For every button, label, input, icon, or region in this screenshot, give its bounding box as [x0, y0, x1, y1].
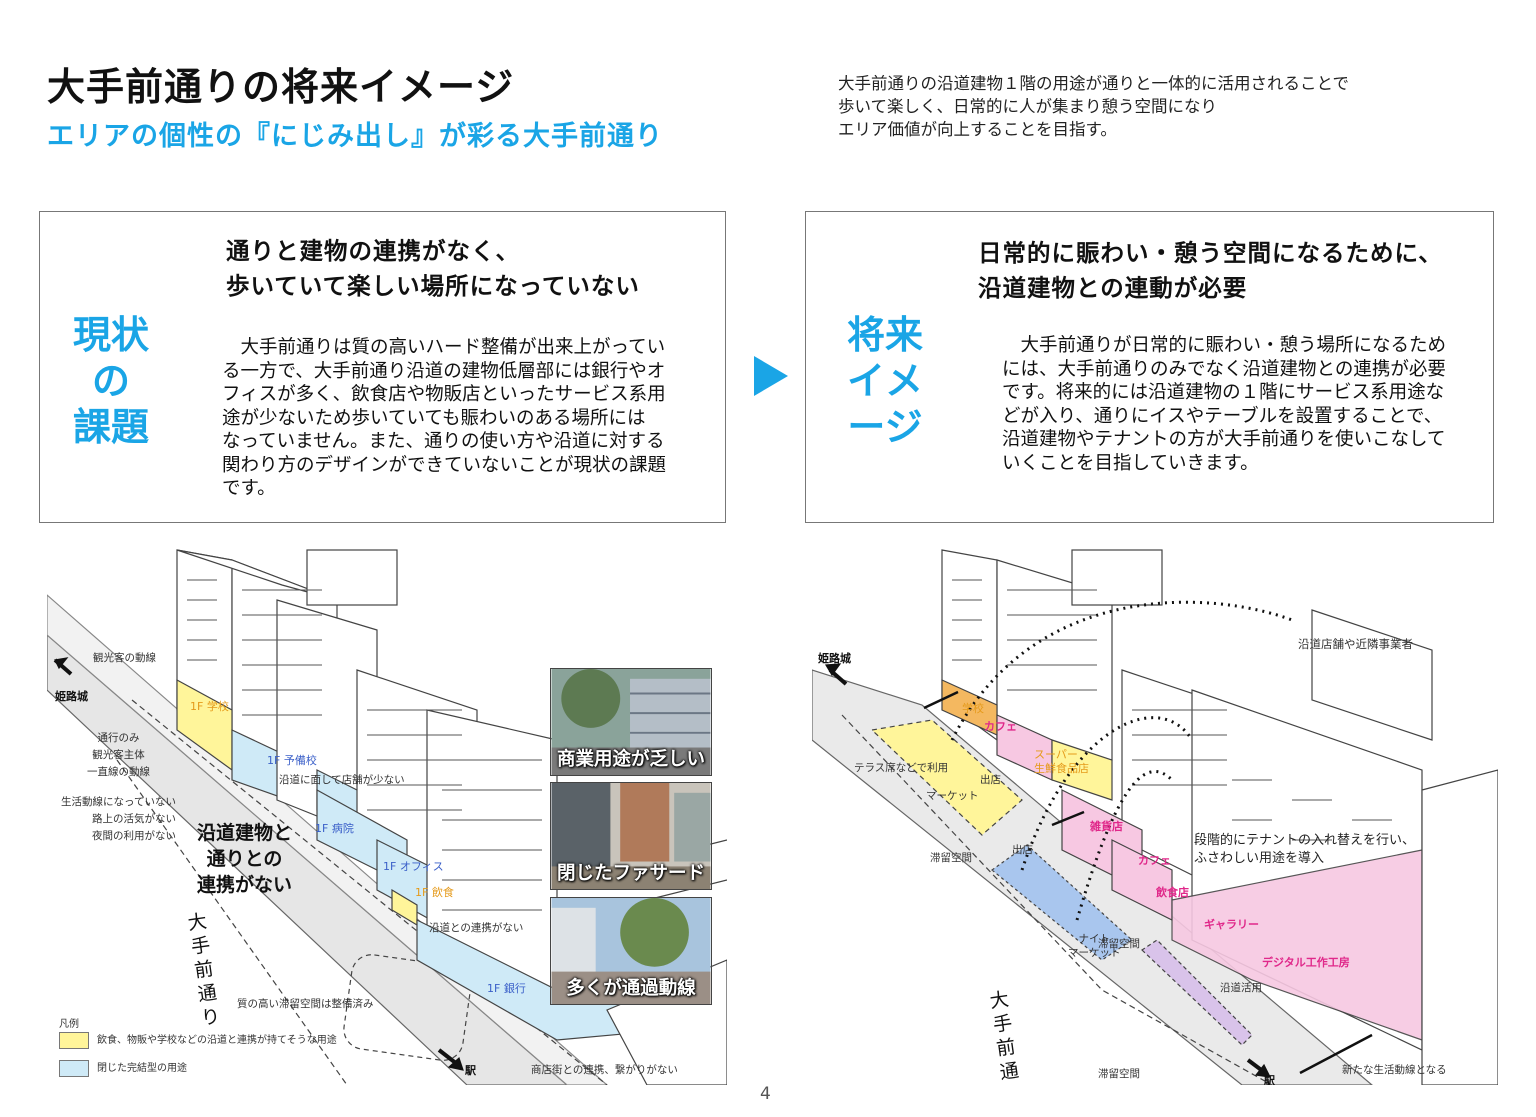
floor-label-prep-school: 1F 予備校 — [267, 754, 317, 767]
stay-space-label-3: 滞留空間 — [1098, 1068, 1140, 1080]
market-label: マーケット — [926, 790, 979, 802]
no-link-label: 沿道との連携がない — [429, 922, 524, 934]
store-open-label-2: 出店 — [1012, 844, 1033, 856]
flow-notes: 通行のみ 観光客主体 一直線の動線 — [87, 732, 150, 778]
future-street-sketch — [812, 549, 1498, 1085]
roadside-use-label: 沿道活用 — [1220, 982, 1262, 994]
photo-lack-commercial: 商業用途が乏しい — [550, 668, 712, 776]
future-street-illustration: 姫路城 沿道店舗や近隣事業者 学校 カフェ スーパー 生鮮食品店 テラス席などで… — [812, 540, 1498, 1085]
photo-pass-through: 多くが通過動線 — [550, 897, 712, 1005]
dest-station-label-future: 駅 — [1264, 1074, 1275, 1085]
use-label-school: 学校 — [962, 702, 984, 715]
intro-text: 大手前通りの沿道建物１階の用途が通りと一体的に活用されることで 歩いて楽しく、日… — [838, 74, 1350, 139]
page-subtitle: エリアの個性の『にじみ出し』が彩る大手前通り — [47, 121, 663, 152]
current-issue-body: 大手前通りは質の高いハード整備が出来上がってい る一方で、大手前通り沿道の建物低… — [222, 337, 667, 499]
photo-closed-facade: 閉じたファサード — [550, 782, 712, 890]
current-street-sketch — [47, 549, 727, 1085]
legend-title: 凡例 — [59, 1019, 79, 1030]
dest-castle-label: 姫路城 — [55, 690, 88, 703]
use-label-cafe-2: カフェ — [1138, 854, 1171, 867]
sidewalk-photo-icon — [551, 898, 711, 1004]
terrace-label: テラス席などで利用 — [854, 762, 949, 774]
tourist-flow-label: 観光客の動線 — [93, 652, 156, 664]
future-image-body: 大手前通りが日常的に賑わい・憩う場所になるため には、大手前通りのみでなく沿道建… — [1002, 335, 1447, 474]
current-issue-heading: 通りと建物の連携がなく、 歩いていて楽しい場所になっていない — [226, 237, 640, 300]
floor-label-school: 1F 学校 — [190, 700, 229, 713]
street-photo-icon — [551, 669, 711, 775]
floor-label-bank: 1F 銀行 — [487, 982, 526, 995]
operators-label: 沿道店舗や近隣事業者 — [1298, 637, 1413, 651]
legend-swatch-yellow — [59, 1031, 89, 1049]
new-flow-label: 新たな生活動線となる — [1342, 1064, 1447, 1076]
use-label-digital-fab: デジタル工作工房 — [1262, 956, 1350, 969]
use-label-gallery: ギャラリー — [1204, 918, 1259, 931]
night-market-label: ナイト マーケット — [1068, 933, 1121, 959]
dest-castle-label-future: 姫路城 — [818, 652, 851, 665]
legend-item-blue: 閉じた完結型の用途 — [59, 1059, 187, 1077]
current-street-illustration: 観光客の動線 姫路城 通行のみ 観光客主体 一直線の動線 生活動線になっていない… — [47, 540, 727, 1085]
no-shop-label: 沿道に面して店舗が少ない — [279, 774, 405, 786]
shopping-link-label: 商店街との連携、繋がりがない — [531, 1064, 678, 1076]
future-image-label: 将来 イメ ージ — [846, 313, 923, 449]
stay-space-label-1: 滞留空間 — [930, 852, 972, 864]
page-title: 大手前通りの将来イメージ — [47, 65, 515, 109]
use-label-restaurant: 飲食店 — [1156, 886, 1189, 899]
life-notes: 生活動線になっていない 路上の活気がない 夜間の利用がない — [61, 796, 176, 842]
tenant-note: 段階的にテナントの入れ替えを行い、 ふさわしい用途を導入 — [1194, 833, 1416, 866]
stay-space-label-2: 滞留空間 — [1098, 938, 1140, 950]
dest-station-label: 駅 — [465, 1064, 476, 1077]
use-label-zakka: 雑貨店 — [1090, 820, 1123, 833]
page-number: 4 — [760, 1084, 771, 1104]
store-open-label-1: 出店 — [980, 774, 1001, 786]
use-label-supermarket: スーパー 生鮮食品店 — [1034, 748, 1089, 775]
current-issue-panel: 現状 の 課題 通りと建物の連携がなく、 歩いていて楽しい場所になっていない 大… — [39, 211, 726, 523]
legend-swatch-blue — [59, 1059, 89, 1077]
floor-label-office: 1F オフィス — [383, 860, 444, 873]
legend-item-yellow: 飲食、物販や学校などの沿道と連携が持てそうな用途 — [59, 1031, 337, 1049]
floor-label-restaurant: 1F 飲食 — [415, 886, 454, 899]
future-image-panel: 将来 イメ ージ 日常的に賑わい・憩う空間になるために、 沿道建物との連動が必要… — [805, 211, 1494, 523]
no-link-heading: 沿道建物と 通りとの 連携がない — [197, 822, 293, 896]
arrow-right-icon — [754, 356, 788, 396]
use-label-cafe-1: カフェ — [984, 720, 1017, 733]
future-image-heading: 日常的に賑わい・憩う空間になるために、 沿道建物との連動が必要 — [978, 239, 1443, 302]
current-issue-label: 現状 の 課題 — [72, 313, 149, 449]
floor-label-hospital: 1F 病院 — [315, 822, 354, 835]
quality-space-label: 質の高い滞留空間は整備済み — [237, 998, 374, 1010]
facade-photo-icon — [551, 783, 711, 889]
